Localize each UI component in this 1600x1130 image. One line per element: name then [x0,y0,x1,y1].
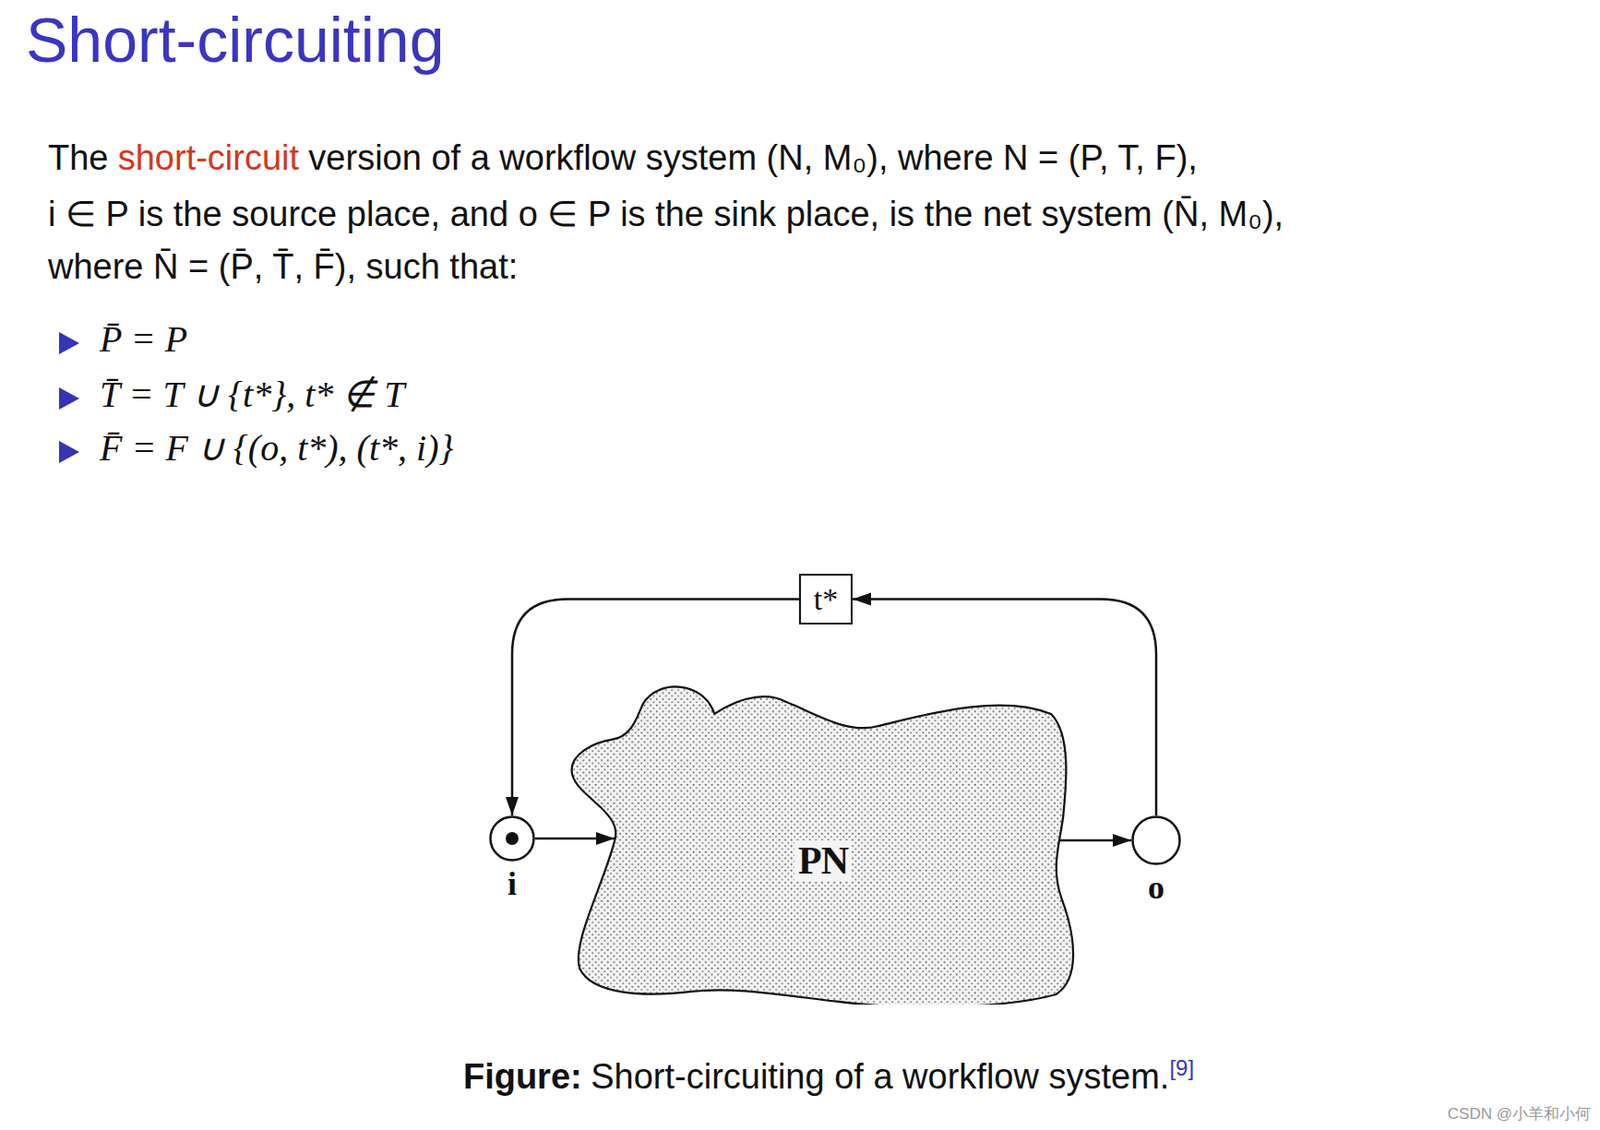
place-outline [489,815,536,862]
place-shape [1133,817,1181,865]
place-name: o [1147,871,1165,905]
definition-text: The [47,138,108,178]
definition-text: i ∈ P is the source place, and o ∈ P is … [47,194,1284,234]
definition-line: where N̄ = (P̄, T̄, F̄), such that: [47,247,518,287]
bullet-triangle-shape [59,332,80,355]
caption-prefix: Figure: [463,1057,583,1097]
place-shape [490,817,535,861]
bullet-triangle [57,330,82,357]
arc-arrow [1059,839,1132,843]
definition-line: i ∈ P is the source place, and o ∈ P is … [47,193,1284,235]
petri-net-shape [572,686,1075,1005]
place-name: i [507,867,517,901]
caption-row: Figure:Short-circuiting of a workflow sy… [463,1055,1195,1098]
transition-label: t* [813,584,838,616]
definition-text: where N̄ = (P̄, T̄, F̄), such that: [47,247,518,287]
place-circle: o [1131,815,1182,866]
definition-text: version of a workflow system (N, M₀), wh… [308,138,1198,178]
place-outline [1131,815,1182,866]
formula-bullet: T̄ = T ∪ {t*}, t* ∉ T [99,372,406,417]
arc-arrow [535,837,615,841]
citation-number: [9] [1169,1055,1195,1081]
bullet-triangle-shape [59,441,80,464]
petri-net-region: PN [566,685,1080,1005]
formula-bullet: F̄ = F ∪ {(o, t*), (t*, i)} [99,426,454,470]
formula-bullet: P̄ = P [99,317,188,361]
bullet-triangle [57,439,82,466]
token-dot [505,832,519,846]
watermark: CSDN @小羊和小何 [1447,1103,1591,1125]
definition-line: Theshort-circuitversion of a workflow sy… [47,138,1198,179]
slide-title: Short-circuiting [25,3,445,76]
transition-box: t* [799,573,853,625]
bullet-triangle [57,385,82,412]
place-circle: i [489,815,536,862]
figure-caption: Short-circuiting of a workflow system. [590,1057,1170,1097]
highlight-term: short-circuit [118,138,299,178]
bullet-triangle-shape [59,387,80,410]
net-label: PN [794,840,852,882]
